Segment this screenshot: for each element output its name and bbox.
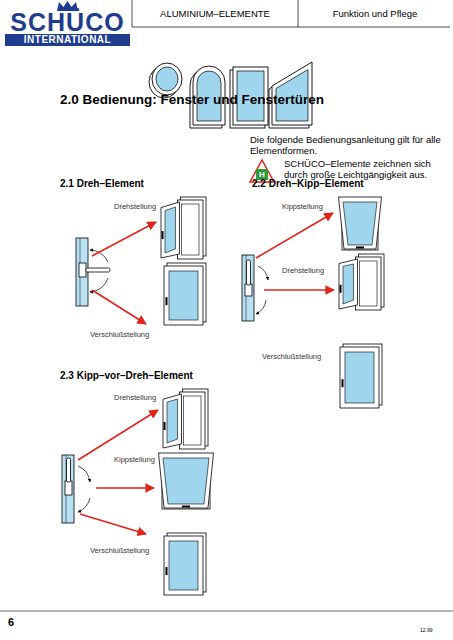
- position-label: Drehstellung: [282, 266, 324, 275]
- header-rule: [132, 0, 133, 27]
- oval-window: [152, 63, 182, 95]
- window-sash: [161, 202, 179, 258]
- window-handle: [164, 422, 166, 430]
- footer-rule: [0, 611, 453, 612]
- date-code: 12.99: [420, 627, 433, 633]
- window-handle: [162, 231, 164, 239]
- subsection-heading: 2.3 Kipp–vor–Dreh–Element: [60, 370, 193, 382]
- position-arrow: [96, 487, 154, 489]
- window-frame: [179, 392, 205, 449]
- page-number: 6: [8, 616, 14, 629]
- window-sash: [159, 453, 214, 508]
- window-frame: [177, 200, 203, 259]
- window-illustration: [162, 389, 208, 449]
- window-glass: [169, 541, 198, 590]
- rotation-arrow: [256, 300, 266, 314]
- position-label: Verschlußstellung: [262, 352, 321, 361]
- intro-text: Die folgende Bedienungsanleitung gilt fü…: [250, 134, 442, 157]
- window-glass: [163, 458, 209, 504]
- handle-lever: [67, 458, 71, 482]
- logo-word: SCHÜCO: [5, 7, 130, 37]
- position-arrow: [92, 222, 156, 256]
- position-label: Drehstellung: [114, 202, 156, 211]
- window-handle: [342, 379, 344, 387]
- rotation-arrow: [78, 466, 90, 482]
- window-glass: [165, 207, 175, 253]
- window-opening: [183, 396, 201, 445]
- section-title: 2.0 Bedienung: Fenster und Fenstertüren: [60, 92, 324, 108]
- window-frame: [340, 347, 379, 408]
- header-rule: [298, 0, 299, 27]
- window-glass: [167, 399, 177, 443]
- handle-base: [245, 284, 252, 296]
- window-illustration: [160, 197, 206, 259]
- position-label: Verschlußstellung: [90, 546, 149, 555]
- window-frame: [164, 266, 203, 325]
- window-illustration: [164, 533, 206, 595]
- window-position: Drehstellung: [112, 387, 210, 451]
- window-illustration: [338, 196, 382, 251]
- header-rule: [132, 27, 450, 28]
- window-opening: [181, 204, 199, 255]
- rotation-arrow: [78, 498, 90, 512]
- window-illustration: [158, 452, 214, 510]
- position-label: Verschlußstellung: [90, 330, 149, 339]
- position-label: Kippstellung: [114, 455, 155, 464]
- window-glass: [343, 264, 353, 304]
- window-position: Drehstellung: [278, 253, 386, 313]
- window-handle: [166, 567, 168, 575]
- hint-text: SCHÜCO–Elemente zeichnen sich durch groß…: [284, 158, 446, 181]
- sash-profile: [62, 455, 74, 523]
- window-sash: [339, 197, 382, 249]
- window-frame: [355, 257, 381, 310]
- window-handle: [166, 297, 168, 305]
- position-arrow: [92, 290, 146, 324]
- window-position: Kippstellung: [278, 195, 384, 253]
- handle-base: [79, 263, 86, 277]
- window-glass: [169, 271, 198, 320]
- position-arrow: [78, 410, 158, 460]
- window-position: Drehstellung: [112, 195, 210, 261]
- handle-base: [65, 481, 72, 495]
- header-cell: Funktion und Pflege: [300, 8, 450, 19]
- window-glass: [343, 202, 377, 245]
- window-sash: [339, 259, 357, 309]
- handle-lever: [247, 260, 251, 285]
- window-handle: [182, 506, 190, 508]
- position-arrow: [80, 514, 146, 534]
- window-position: Verschlußstellung: [88, 262, 210, 342]
- window-sash: [163, 394, 181, 448]
- window-illustration: [164, 263, 206, 325]
- subsection-heading: 2.2 Dreh–Kipp–Element: [252, 178, 364, 190]
- window-frame: [164, 536, 203, 595]
- window-position: Verschlußstellung: [88, 531, 210, 607]
- window-handle: [356, 247, 364, 249]
- header-cell: ALUMINIUM–ELEMENTE: [134, 8, 296, 19]
- window-glass: [156, 67, 178, 91]
- window-illustration: [340, 344, 382, 408]
- window-opening: [359, 261, 377, 306]
- subsection-heading: 2.1 Dreh–Element: [60, 178, 144, 190]
- sash-profile: [242, 255, 254, 321]
- window-handle: [340, 285, 342, 293]
- handle-lever: [86, 268, 110, 272]
- logo-subline: INTERNATIONAL: [5, 34, 130, 46]
- window-glass: [345, 352, 374, 403]
- position-label: Kippstellung: [282, 202, 323, 211]
- rotation-arrow: [258, 266, 268, 280]
- position-arrow: [264, 289, 334, 291]
- position-arrow: [256, 213, 333, 258]
- position-label: Drehstellung: [114, 393, 156, 402]
- window-position: Kippstellung: [112, 450, 216, 514]
- window-position: Verschlußstellung: [258, 340, 384, 412]
- window-illustration: [338, 254, 384, 310]
